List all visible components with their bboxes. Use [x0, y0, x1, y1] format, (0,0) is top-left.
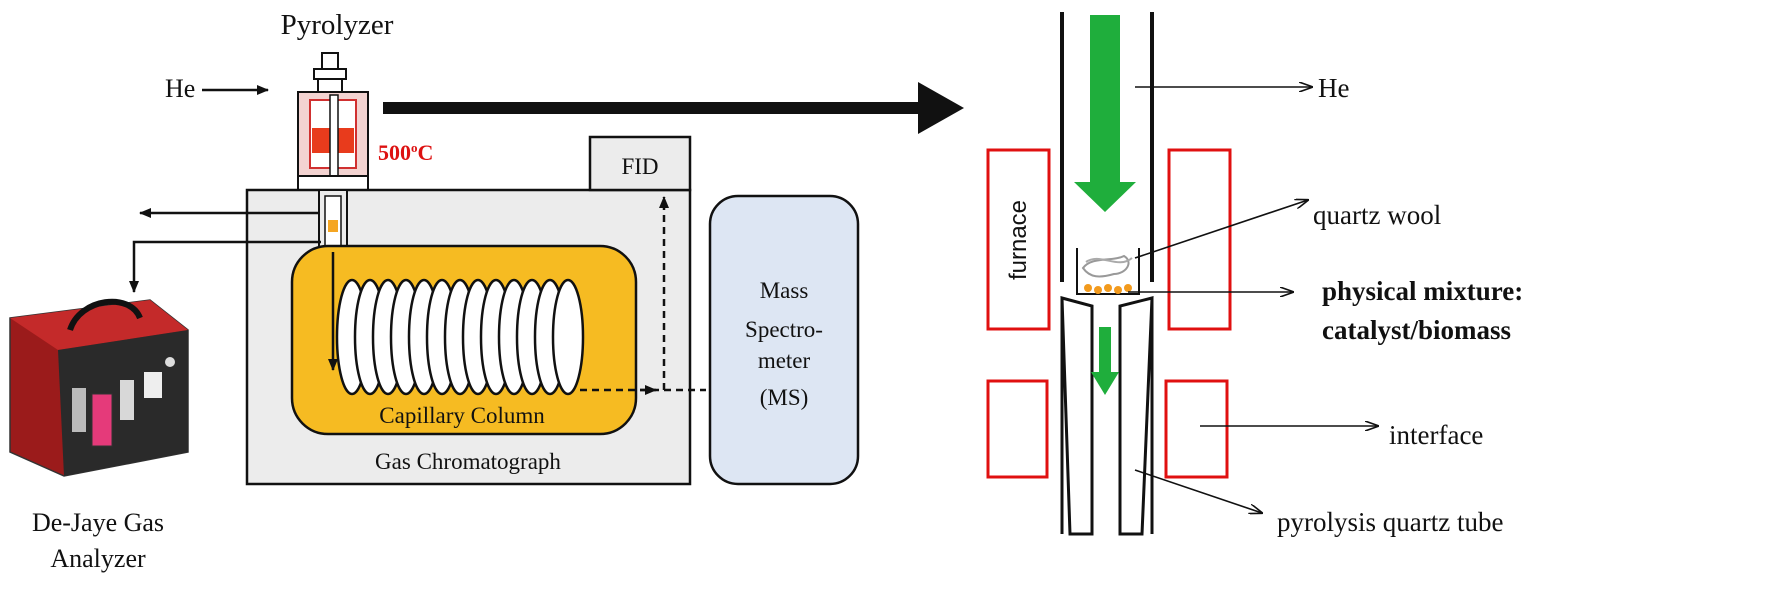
furnace-right: [1167, 148, 1232, 331]
quartz-wool-label: quartz wool: [1313, 200, 1441, 230]
gas-analyzer-device: [9, 298, 189, 477]
furnace-left: [986, 148, 1051, 331]
interface-right: [1164, 379, 1229, 479]
helium-label: He: [1318, 73, 1349, 103]
gas-chromatograph-label: Gas Chromatograph: [375, 449, 561, 474]
quartz-tube-label: pyrolysis quartz tube: [1277, 507, 1503, 537]
quartz-tube-pointer: [1134, 469, 1262, 513]
magnify-arrow-head: [918, 82, 964, 134]
pyrolyzer-probe: [297, 52, 369, 206]
pyrolyzer-title: Pyrolyzer: [281, 9, 394, 41]
helium-inlet-label: He: [165, 74, 195, 103]
flow-arrow-small: [1091, 327, 1119, 395]
flow-arrow-large: [1074, 15, 1136, 212]
ms-label-line2: Spectro-: [745, 317, 823, 342]
quartz-wool-pointer: [1134, 200, 1308, 259]
analyzer-label-line2: Analyzer: [50, 544, 146, 573]
capillary-coil: [335, 278, 585, 396]
fid-box: [588, 135, 692, 192]
quartz-tube: [1060, 12, 1154, 536]
ms-label-line4: (MS): [760, 385, 809, 410]
furnace-label: furnace: [1005, 200, 1032, 280]
mixture-label-line2: catalyst/biomass: [1322, 315, 1511, 345]
analyzer-label-line1: De-Jaye Gas: [32, 508, 164, 537]
to-analyzer-arrow-b: [129, 240, 321, 293]
coil-loop: [551, 278, 585, 396]
capillary-column-label: Capillary Column: [379, 403, 545, 428]
mass-spectrometer-box: [708, 194, 860, 486]
ms-label-line3: meter: [758, 348, 811, 373]
mixture-label-line1: physical mixture:: [1322, 276, 1523, 306]
gc-injector: [318, 189, 348, 253]
temperature-label: 500oC: [378, 140, 433, 165]
ms-label-line1: Mass: [760, 278, 809, 303]
interface-label: interface: [1389, 420, 1483, 450]
fid-label: FID: [621, 154, 658, 179]
interface-left: [986, 379, 1049, 479]
sample-cup: [1076, 248, 1140, 295]
